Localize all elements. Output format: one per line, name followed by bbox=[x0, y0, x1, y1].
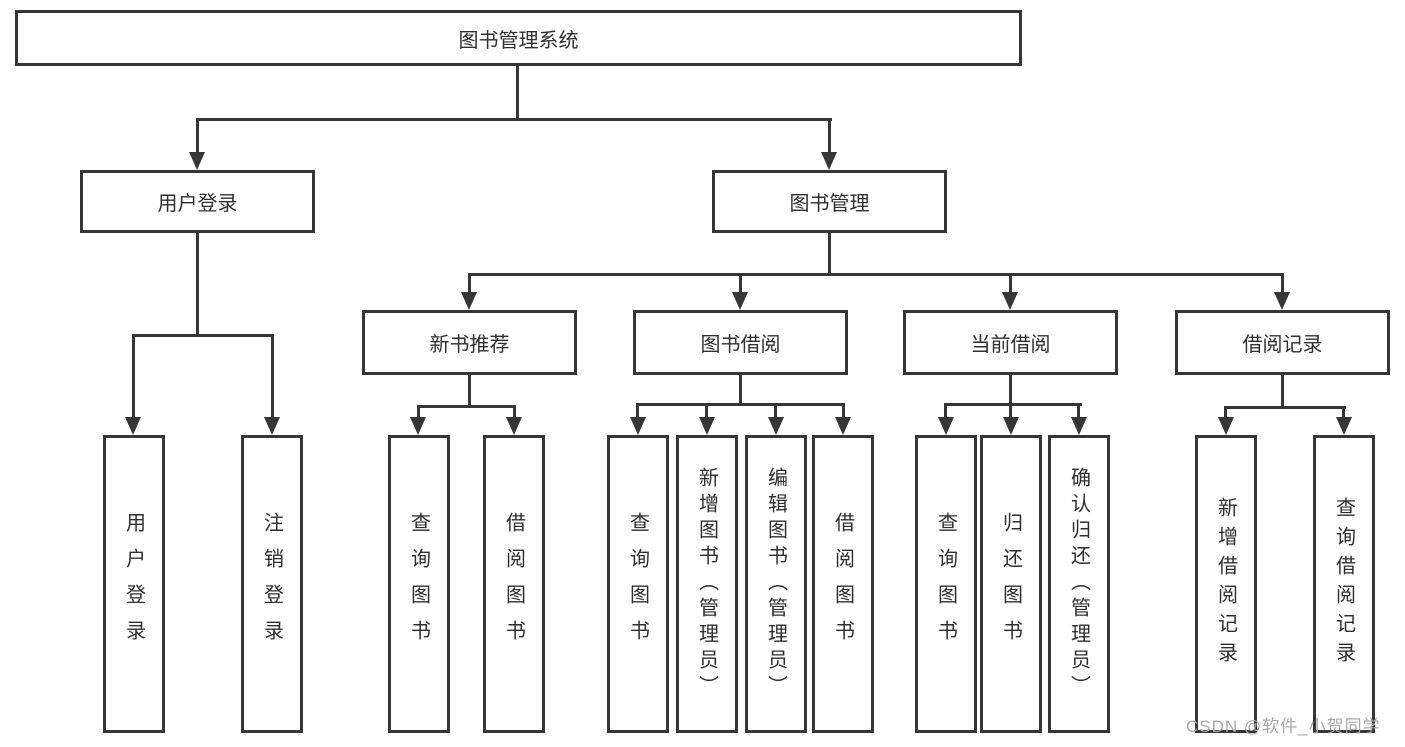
node-book-borrow-label: 图书借阅 bbox=[700, 334, 781, 356]
connector-current-down bbox=[1009, 375, 1012, 405]
leaf-confirm-return-admin: 确认归还（管理员） bbox=[1048, 435, 1110, 733]
arrowhead-down-icon bbox=[1002, 292, 1018, 310]
leaf-borrow-query-book: 查询图书 bbox=[607, 435, 669, 733]
node-borrow-records-label: 借阅记录 bbox=[1242, 334, 1323, 356]
connector-user-down bbox=[196, 233, 199, 337]
connector-user-leaf-stem bbox=[271, 334, 274, 419]
arrowhead-down-icon bbox=[938, 417, 954, 435]
connector-leaf-stem bbox=[944, 403, 947, 419]
connector-leaf-stem bbox=[774, 403, 777, 419]
leaf-return-book: 归还图书 bbox=[980, 435, 1042, 733]
node-root: 图书管理系统 bbox=[15, 10, 1022, 66]
leaf-borrow-borrow-book-label: 借阅图书 bbox=[831, 512, 854, 656]
leaf-newbook-query-book: 查询图书 bbox=[388, 435, 450, 733]
connector-section-stem bbox=[1009, 273, 1012, 295]
leaf-logout-label: 注销登录 bbox=[260, 512, 283, 656]
leaf-current-query-book-label: 查询图书 bbox=[934, 512, 957, 656]
arrowhead-down-icon bbox=[506, 417, 522, 435]
connector-leaf-stem bbox=[1342, 406, 1345, 419]
node-user-login-branch-label: 用户登录 bbox=[157, 193, 238, 215]
leaf-borrow-query-book-label: 查询图书 bbox=[626, 512, 649, 656]
arrowhead-down-icon bbox=[699, 417, 715, 435]
connector-newbook-split bbox=[417, 405, 516, 408]
arrowhead-down-icon bbox=[1274, 292, 1290, 310]
arrowhead-down-icon bbox=[461, 292, 477, 310]
connector-current-split bbox=[944, 403, 1082, 406]
node-user-login-branch: 用户登录 bbox=[80, 170, 315, 233]
connector-records-down bbox=[1281, 375, 1284, 408]
connector-borrow-down bbox=[739, 375, 742, 405]
csdn-watermark: CSDN @软件_小贺同学 bbox=[1186, 717, 1381, 736]
leaf-add-borrow-record-label: 新增借阅记录 bbox=[1214, 497, 1237, 671]
leaf-edit-book-admin: 编辑图书（管理员） bbox=[745, 435, 807, 733]
arrowhead-down-icon bbox=[768, 417, 784, 435]
connector-book-stem bbox=[828, 118, 831, 154]
leaf-user-login-label: 用户登录 bbox=[122, 512, 145, 656]
arrowhead-down-icon bbox=[835, 417, 851, 435]
connector-user-stem bbox=[196, 118, 199, 154]
node-current-borrow: 当前借阅 bbox=[903, 310, 1118, 375]
arrowhead-down-icon bbox=[1071, 417, 1087, 435]
leaf-confirm-return-admin-label: 确认归还（管理员） bbox=[1067, 467, 1090, 701]
arrowhead-down-icon bbox=[125, 417, 141, 435]
node-book-borrow: 图书借阅 bbox=[633, 310, 848, 375]
arrowhead-down-icon bbox=[821, 152, 837, 170]
node-new-book-recommend-label: 新书推荐 bbox=[429, 334, 510, 356]
arrowhead-down-icon bbox=[189, 152, 205, 170]
connector-book-down bbox=[828, 233, 831, 275]
connector-leaf-stem bbox=[842, 403, 845, 419]
arrowhead-down-icon bbox=[410, 417, 426, 435]
leaf-newbook-borrow-book-label: 借阅图书 bbox=[502, 512, 525, 656]
connector-root-stem bbox=[516, 66, 519, 120]
node-current-borrow-label: 当前借阅 bbox=[970, 334, 1051, 356]
connector-leaf-stem bbox=[636, 403, 639, 419]
arrowhead-down-icon bbox=[630, 417, 646, 435]
leaf-query-borrow-record-label: 查询借阅记录 bbox=[1332, 497, 1355, 671]
connector-leaf-stem bbox=[1009, 403, 1012, 419]
node-book-management-branch-label: 图书管理 bbox=[789, 193, 870, 215]
node-new-book-recommend: 新书推荐 bbox=[362, 310, 577, 375]
arrowhead-down-icon bbox=[732, 292, 748, 310]
arrowhead-down-icon bbox=[1336, 417, 1352, 435]
connector-leaf-stem bbox=[513, 405, 516, 419]
connector-leaf-stem bbox=[1224, 406, 1227, 419]
leaf-current-query-book: 查询图书 bbox=[915, 435, 977, 733]
connector-root-split bbox=[196, 118, 832, 121]
node-book-management-branch: 图书管理 bbox=[712, 170, 947, 233]
leaf-query-borrow-record: 查询借阅记录 bbox=[1313, 435, 1375, 733]
arrowhead-down-icon bbox=[1003, 417, 1019, 435]
node-borrow-records: 借阅记录 bbox=[1175, 310, 1390, 375]
connector-records-split bbox=[1224, 406, 1346, 409]
connector-section-stem bbox=[468, 273, 471, 295]
connector-borrow-split bbox=[636, 403, 845, 406]
leaf-add-borrow-record: 新增借阅记录 bbox=[1195, 435, 1257, 733]
leaf-add-book-admin-label: 新增图书（管理员） bbox=[695, 467, 718, 701]
leaf-edit-book-admin-label: 编辑图书（管理员） bbox=[764, 467, 787, 701]
connector-leaf-stem bbox=[705, 403, 708, 419]
leaf-add-book-admin: 新增图书（管理员） bbox=[676, 435, 738, 733]
connector-leaf-stem bbox=[1077, 403, 1080, 419]
node-root-label: 图书管理系统 bbox=[458, 29, 579, 52]
arrowhead-down-icon bbox=[264, 417, 280, 435]
arrowhead-down-icon bbox=[1218, 417, 1234, 435]
leaf-user-login: 用户登录 bbox=[103, 435, 165, 733]
leaf-newbook-query-book-label: 查询图书 bbox=[407, 512, 430, 656]
connector-leaf-stem bbox=[417, 405, 420, 419]
leaf-borrow-borrow-book: 借阅图书 bbox=[812, 435, 874, 733]
leaf-newbook-borrow-book: 借阅图书 bbox=[483, 435, 545, 733]
connector-user-leaf-stem bbox=[132, 334, 135, 419]
connector-user-split bbox=[132, 334, 274, 337]
connector-book-split bbox=[468, 273, 1284, 276]
leaf-logout: 注销登录 bbox=[241, 435, 303, 733]
leaf-return-book-label: 归还图书 bbox=[999, 512, 1022, 656]
connector-section-stem bbox=[1281, 273, 1284, 295]
connector-newbook-down bbox=[468, 375, 471, 407]
connector-section-stem bbox=[739, 273, 742, 295]
